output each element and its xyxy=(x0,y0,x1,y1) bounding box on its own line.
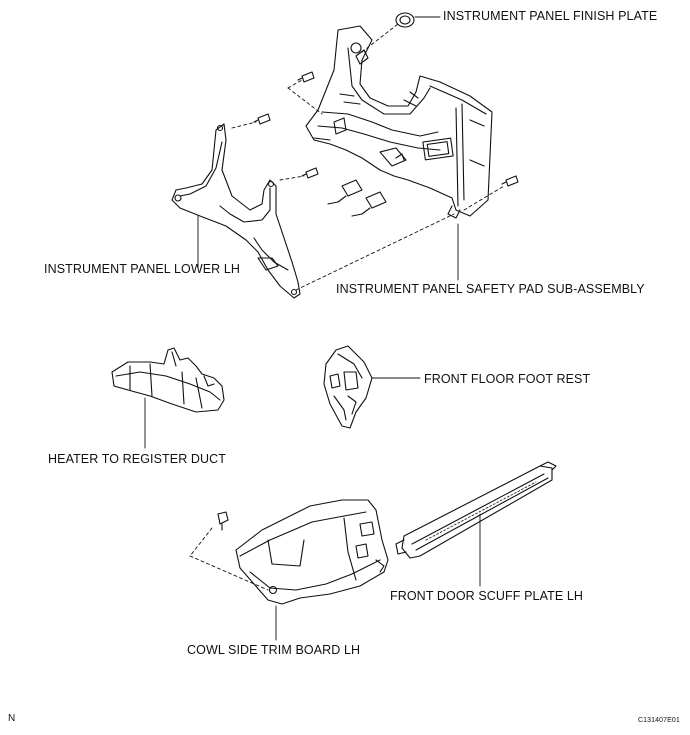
label-scuff-plate: FRONT DOOR SCUFF PLATE LH xyxy=(390,589,584,603)
scuff-plate-part xyxy=(395,461,557,559)
label-safety-pad: INSTRUMENT PANEL SAFETY PAD SUB-ASSEMBLY xyxy=(336,282,645,296)
label-cowl-side: COWL SIDE TRIM BOARD LH xyxy=(187,643,361,657)
label-finish-plate: INSTRUMENT PANEL FINISH PLATE xyxy=(443,9,658,23)
corner-mark: N xyxy=(8,713,16,724)
safety-pad-part xyxy=(305,25,493,219)
lower-lh-part xyxy=(171,123,301,299)
connectors xyxy=(327,179,387,217)
finish-plate-part xyxy=(395,12,415,28)
label-heater-duct: HEATER TO REGISTER DUCT xyxy=(48,452,227,466)
foot-rest-part xyxy=(323,345,373,429)
cowl-dashed-lines xyxy=(189,527,269,591)
figure-code: C131407E01 xyxy=(638,717,680,724)
assembly-dashed-lines xyxy=(231,23,505,291)
label-foot-rest: FRONT FLOOR FOOT REST xyxy=(424,372,591,386)
screws xyxy=(253,71,519,187)
label-lower-lh: INSTRUMENT PANEL LOWER LH xyxy=(44,262,241,276)
leader-lines-top xyxy=(197,16,459,281)
heater-duct-part xyxy=(111,347,225,413)
cowl-side-part xyxy=(217,499,389,605)
